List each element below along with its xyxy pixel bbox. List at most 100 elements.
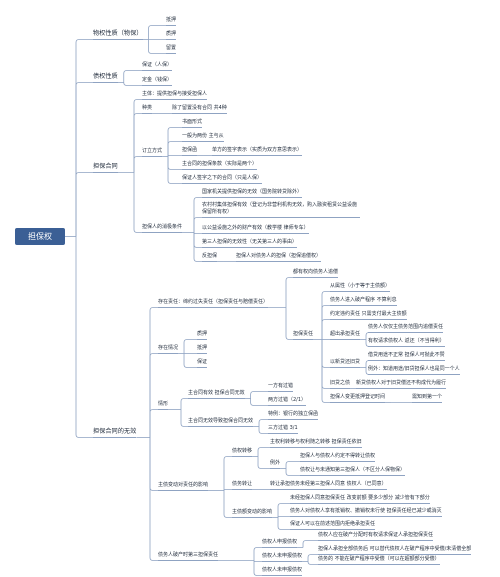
node-yixin: 以新贷还旧贷 [330,359,361,368]
connector [321,291,330,340]
connector [75,39,93,237]
node-shenbao-desc: 债权人应在破产分配时有权请求保证人承担担保责任 [318,532,434,541]
connector [149,353,158,438]
connector [302,540,318,548]
node-q-zhiya: 质押 [197,331,208,340]
node-qingkuang: 存在情况 [158,345,179,354]
connector [321,339,330,389]
node-yueding: 约定违约责任 只需支付最大主债额 [330,311,407,320]
node-zhuiwei: 都有权向债务人追偿 [293,269,339,278]
connector [285,277,293,308]
connector [183,339,197,354]
connector [253,560,262,576]
connector [193,217,202,233]
node-baozheng2: 保证人可以在前述范围内拒绝承担责任 [290,521,376,530]
node-wuzhuan: 债务转让 [232,481,253,490]
node-shenbao: 债权人申报债权 [262,539,298,548]
connector [257,456,270,469]
node-wuquan-hou: 有权请求债权人 返还（不当得利） [368,338,445,347]
connector [321,305,330,340]
connector [253,547,262,561]
node-biandong: 主债变动对责任的影响 [158,482,209,491]
node-sanfang: 三方过错 3/1 [268,425,298,434]
connector [149,437,158,561]
connector [133,172,142,233]
node-jiu: 旧贷之债 [330,380,351,389]
connector [250,391,268,399]
connector [149,307,158,438]
connector [277,517,290,530]
node-diya: 抵押 [166,17,177,26]
node-cunzai: 存在责任：缔约过失责任（担保责任与赔偿责任） [158,299,269,308]
connector [133,99,142,173]
connector [307,561,318,565]
connector [321,339,330,403]
node-zhuwuxiao: 主合同无效导致担保合同无效 [188,418,254,427]
node-qianzi: 保证人签字之下的合同（只是人保） [182,175,263,184]
node-q-diya: 抵押 [197,345,208,354]
connector [257,447,270,457]
node-dingli: 订立方式 [142,148,163,157]
node-wuquan: 物权性质（物保） [93,30,143,40]
node-qingxing: 情形 [158,401,169,410]
node-zhiya: 质押 [166,31,177,40]
root-node: 担保权 [15,228,65,245]
node-tebie: 特例：银行的独立保函 [268,411,319,420]
connector [167,155,182,157]
node-nongcun: 农村村集体担保有效（登记为非营利机构无效，购入融资租赁公益设施保留所有权） [202,202,360,218]
connector [193,197,202,233]
connector [258,419,268,427]
node-liwai: 例外：知道用途/旧贷担保人也是同一个人 [368,366,460,375]
connector [133,156,142,173]
connector [75,236,93,438]
connector [167,156,182,184]
node-chu: 除了留置没有合同 共4种 [172,105,227,114]
node-danfang: 单方的签字表示（实质为双方意思表示） [212,147,303,156]
node-guojia: 国家机关提供担保的无效（国务院转贷除外） [202,189,303,198]
connector [223,490,232,518]
node-pochan2: 债务人破产时第三担保责任 [158,552,219,561]
node-danbao-ze: 担保责任 [293,331,314,340]
connector [167,156,182,170]
node-wei-desc2: 债务的 不能在破产程序中受偿（可以在超额部分受偿） [318,556,440,565]
connector [75,172,93,237]
connector [123,82,142,86]
connector [277,516,290,518]
node-weijing: 未经担保人同意担保责任 改变前额 要多少部分 减少管有下部分 [290,495,430,504]
connector [123,70,142,83]
node-zhuanrang: 债权转移 [232,448,253,457]
node-wuzhuan-desc: 转让承担债务未经第三担保人同意 债权人（已同意） [270,481,387,490]
node-yiban: 一般为两份 主与从 [182,133,224,142]
node-liuzhi: 留置 [166,45,177,54]
connector [180,409,188,427]
connector [277,503,290,518]
node-kouchu: 需知到第一个 [412,394,443,403]
connector [167,127,182,157]
connector [75,82,93,237]
node-zhuhetong: 主合同的担保条款（实际是两个） [182,161,258,170]
connector [193,232,202,234]
connector [193,232,202,262]
connector [193,232,202,248]
node-danbaohan: 担保函 [182,147,198,156]
node-shumian: 书面形式 [182,119,203,128]
node-fandanbao-desc: 担保人对债务人的担保（担保追偿权） [236,253,322,262]
node-zhubiangeng: 主债额变动的影响 [232,509,273,518]
connector [285,468,300,476]
connector [307,554,318,562]
node-wei-desc1: 担保人承担全部债务后 可以替代债权人在破产程序中受偿/未清偿全部 [318,546,472,555]
connector [167,141,182,157]
node-liwai2: 例外 [270,460,281,469]
connector [149,409,158,438]
node-xin: 新贷债权人对于旧贷偿还不构成代为履行 [356,380,447,389]
connector [223,489,232,491]
node-hetong: 担保合同 [93,163,118,173]
connector [133,113,142,173]
node-yifang: 一方有过错 [268,383,294,392]
node-liangfang: 两方过错（2/1） [268,397,307,406]
node-biangeng: 担保人变更抵押登记时间 [330,394,386,403]
node-congshu: 从属性（小于等于主债额） [330,283,391,292]
node-wuxiao: 担保合同的无效 [93,428,137,438]
node-wei: 债权人未申报债权 [262,553,303,562]
